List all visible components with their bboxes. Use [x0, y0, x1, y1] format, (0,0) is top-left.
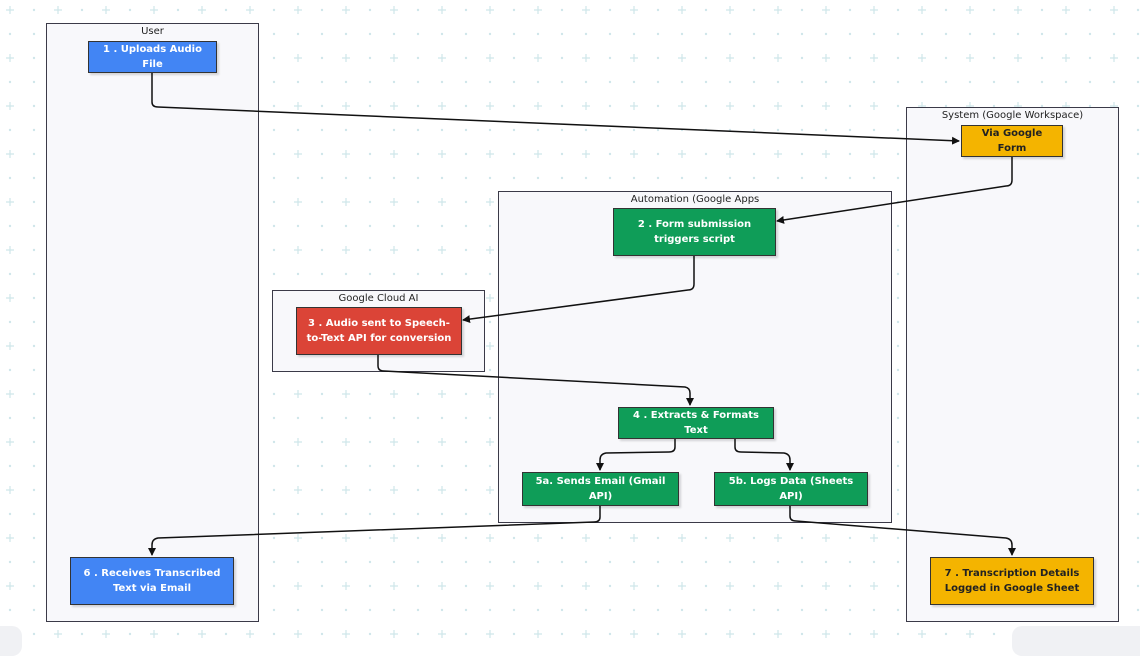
group-title: Automation (Google Apps [630, 194, 760, 205]
edges [148, 72, 1016, 556]
bottom-right-zoom-toolbar[interactable] [1012, 626, 1140, 656]
edge-3-4 [377, 354, 694, 406]
node-transcription-logged[interactable]: 7 . Transcription Details Logged in Goog… [930, 557, 1094, 605]
group-title: Google Cloud AI [338, 293, 419, 304]
group-user: User [46, 23, 259, 622]
node-extracts-formats[interactable]: 4 . Extracts & Formats Text [618, 407, 774, 439]
node-via-google-form[interactable]: Via Google Form [961, 125, 1063, 157]
edge-5b-7 [789, 505, 1016, 556]
edge-form-2 [776, 156, 1013, 224]
edge-4-5a [596, 438, 676, 471]
edge-1-form [151, 72, 960, 145]
node-form-submission[interactable]: 2 . Form submission triggers script [613, 208, 776, 256]
group-system: System (Google Workspace) [906, 107, 1119, 622]
bottom-left-toolbar[interactable] [0, 626, 22, 656]
edge-5a-6 [148, 505, 601, 556]
edge-2-3 [462, 255, 695, 324]
group-title: User [141, 26, 164, 37]
node-sends-email[interactable]: 5a. Sends Email (Gmail API) [522, 472, 679, 506]
edge-4-5b [734, 438, 794, 471]
node-uploads-audio-file[interactable]: 1 . Uploads Audio File [88, 41, 217, 73]
group-title: System (Google Workspace) [941, 110, 1084, 121]
node-receives-text[interactable]: 6 . Receives Transcribed Text via Email [70, 557, 234, 605]
node-speech-to-text[interactable]: 3 . Audio sent to Speech-to-Text API for… [296, 307, 462, 355]
node-logs-data[interactable]: 5b. Logs Data (Sheets API) [714, 472, 868, 506]
